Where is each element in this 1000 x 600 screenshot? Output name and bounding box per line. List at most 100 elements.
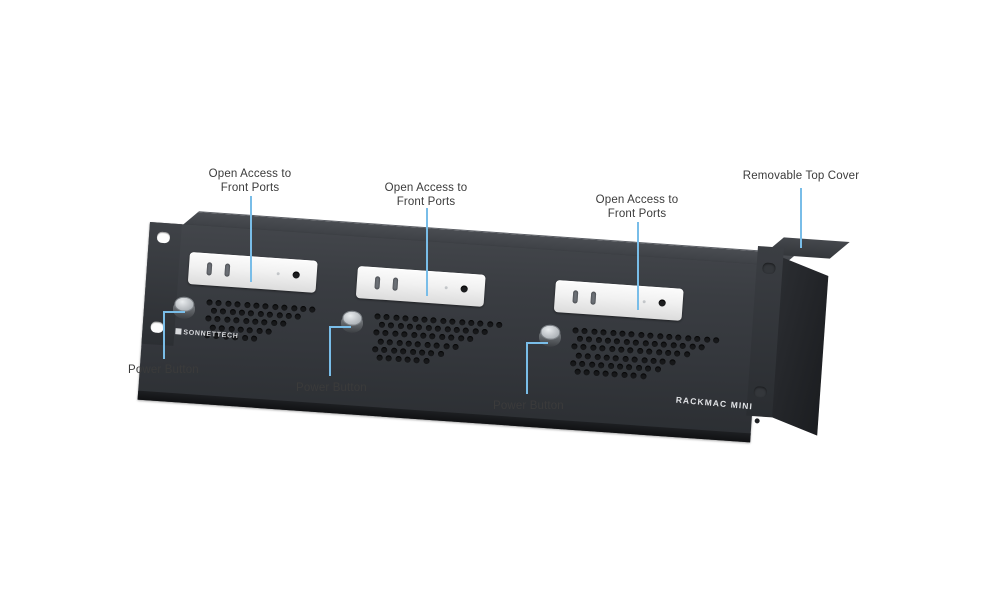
vent-hole [669, 358, 676, 366]
vent-hole [439, 317, 447, 325]
vent-hole [591, 328, 598, 335]
port-slot [572, 290, 579, 304]
vent-hole [425, 325, 432, 332]
rack-mount-hole [762, 262, 776, 275]
vent-hole [472, 328, 479, 335]
leader-line-power-1-horizontal [163, 311, 185, 313]
vent-hole [423, 357, 430, 365]
chassis-screw [754, 418, 760, 424]
vent-hole [271, 303, 279, 311]
vent-hole [594, 353, 601, 360]
vent-hole [442, 342, 450, 350]
vent-hole [603, 354, 610, 361]
rack-mount-hole [156, 231, 171, 244]
vent-hole [609, 329, 617, 337]
vent-hole [241, 334, 248, 342]
callout-label-removable-top-cover: Removable Top Cover [742, 170, 860, 182]
vent-hole [684, 335, 692, 342]
vent-hole [444, 326, 451, 333]
port-slot [224, 263, 231, 277]
vent-hole [486, 321, 494, 328]
vent-hole [584, 352, 592, 360]
vent-hole [458, 319, 466, 326]
vent-hole [372, 346, 379, 353]
vent-hole [575, 352, 582, 359]
vent-hole [640, 356, 648, 364]
port-slot [374, 276, 381, 290]
callout-label-open-access-1: Open Access to Front Ports [208, 168, 292, 194]
vent-hole [396, 339, 403, 346]
vent-hole [670, 342, 677, 349]
port-hole [460, 285, 468, 293]
callout-label-open-access-3: Open Access to Front Ports [595, 194, 679, 220]
vent-hole [588, 361, 596, 368]
vent-hole [616, 363, 624, 370]
power-button-1[interactable] [172, 296, 196, 320]
leader-line-power-3-vertical [526, 342, 528, 394]
status-led [642, 300, 646, 304]
vent-hole [390, 347, 398, 354]
vent-hole [394, 355, 402, 363]
vent-hole [228, 325, 235, 332]
vent-hole [250, 335, 258, 342]
vent-hole [621, 371, 628, 379]
vent-hole [607, 362, 614, 370]
rack-mount-hole [753, 386, 768, 398]
vent-hole [229, 309, 236, 316]
vent-hole [393, 314, 400, 321]
power-button-2[interactable] [340, 310, 364, 334]
vent-hole [424, 341, 431, 348]
vent-hole [257, 311, 264, 318]
vent-hole [703, 336, 711, 343]
vent-hole [397, 323, 404, 330]
status-led [444, 286, 448, 290]
vent-hole [631, 356, 638, 363]
vent-hole [290, 305, 298, 312]
vent-hole [452, 343, 459, 350]
vent-hole [433, 342, 440, 349]
leader-line-open-access-1 [250, 196, 252, 282]
vent-hole [237, 326, 244, 333]
callout-label-power-button-2: Power Button [296, 382, 367, 394]
sonnet-logo-mark [175, 328, 182, 335]
vent-hole [218, 324, 226, 332]
vent-hole [437, 350, 445, 357]
vent-hole [574, 368, 581, 375]
status-led [276, 272, 280, 276]
vent-hole [637, 331, 645, 339]
port-slot [590, 291, 597, 305]
leader-line-power-1-vertical [163, 311, 165, 359]
port-hole [658, 299, 666, 307]
port-hole [292, 271, 300, 279]
vent-hole [243, 301, 251, 309]
vent-hole [411, 315, 419, 323]
vent-hole [622, 355, 629, 362]
vent-hole [650, 357, 657, 364]
vent-hole [225, 300, 232, 307]
callout-label-power-button-1: Power Button [128, 364, 199, 376]
vent-hole [418, 349, 426, 356]
vent-hole [265, 328, 272, 335]
vent-hole [642, 340, 649, 347]
leader-line-power-2-horizontal [329, 326, 351, 328]
callout-label-power-button-3: Power Button [493, 400, 564, 412]
vent-hole [276, 312, 283, 319]
leader-line-open-access-2 [426, 208, 428, 296]
vent-hole [656, 333, 664, 340]
vent-hole [405, 340, 412, 347]
vent-hole [595, 337, 602, 344]
port-slot [206, 262, 213, 276]
vent-hole [386, 338, 394, 346]
leader-line-power-2-vertical [329, 326, 331, 376]
leader-line-removable-top-cover [800, 188, 802, 248]
vent-hole [592, 369, 600, 377]
vent-hole [377, 338, 384, 345]
vent-hole [688, 343, 696, 351]
vent-hole [639, 373, 647, 380]
vent-hole [376, 354, 383, 361]
rack-mount-hole [150, 321, 165, 334]
vent-hole [623, 339, 630, 346]
vent-hole [409, 348, 416, 356]
